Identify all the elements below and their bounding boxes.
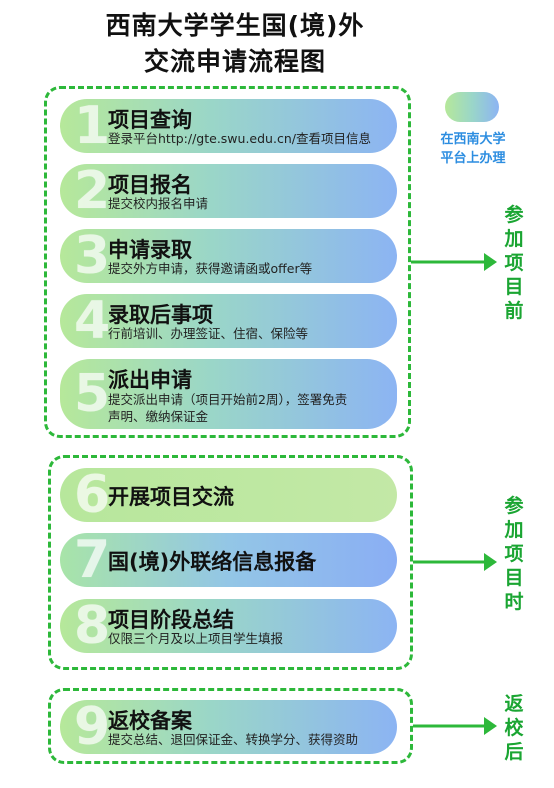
- legend-text-line2: 平台上办理: [440, 151, 506, 166]
- step-1: 1 项目查询 登录平台http://gte.swu.edu.cn/查看项目信息: [60, 99, 397, 153]
- phase-char: 项: [504, 543, 524, 565]
- group-before-project: [44, 86, 411, 438]
- step-1-number: 1: [74, 96, 111, 156]
- step-6: 6 开展项目交流: [60, 468, 397, 522]
- arrow-before-project: [411, 253, 497, 271]
- phase-char: 后: [504, 741, 524, 763]
- step-9-number: 9: [74, 697, 111, 757]
- step-4-title: 录取后事项: [108, 303, 213, 327]
- step-7: 7 国(境)外联络信息报备: [60, 533, 397, 587]
- step-8-title: 项目阶段总结: [108, 608, 234, 632]
- step-3-number: 3: [74, 226, 111, 286]
- diagram-title-line1: 西南大学学生国(境)外: [105, 11, 365, 40]
- step-9-title: 返校备案: [108, 709, 192, 733]
- step-5-title: 派出申请: [108, 368, 192, 392]
- phase-char: 参: [504, 204, 524, 226]
- step-8-number: 8: [74, 596, 111, 656]
- step-3-title: 申请录取: [108, 238, 192, 262]
- step-6-title: 开展项目交流: [108, 485, 234, 509]
- step-1-desc: 登录平台http://gte.swu.edu.cn/查看项目信息: [108, 131, 371, 146]
- step-3-desc: 提交外方申请，获得邀请函或offer等: [108, 261, 313, 276]
- step-8: 8 项目阶段总结 仅限三个月及以上项目学生填报: [60, 599, 397, 653]
- step-2-desc: 提交校内报名申请: [108, 196, 209, 211]
- step-2-number: 2: [74, 161, 111, 221]
- step-4-desc: 行前培训、办理签证、住宿、保险等: [108, 326, 309, 341]
- legend-swatch: [445, 92, 499, 122]
- step-7-title: 国(境)外联络信息报备: [108, 550, 317, 574]
- step-6-number: 6: [74, 465, 111, 525]
- step-8-desc: 仅限三个月及以上项目学生填报: [108, 631, 284, 646]
- phase-char: 目: [504, 276, 524, 298]
- step-5-number: 5: [74, 364, 111, 424]
- step-5-desc-line2: 声明、缴纳保证金: [108, 409, 209, 424]
- phase-char: 校: [504, 717, 524, 739]
- phase-label-after-return: 返 校 后: [500, 692, 528, 764]
- phase-char: 目: [504, 567, 524, 589]
- step-1-title: 项目查询: [108, 108, 192, 132]
- step-2: 2 项目报名 提交校内报名申请: [60, 164, 397, 218]
- arrow-after-return: [413, 717, 497, 735]
- phase-char: 参: [504, 495, 524, 517]
- step-9-desc: 提交总结、退回保证金、转换学分、获得资助: [108, 732, 359, 747]
- step-5-desc-line1: 提交派出申请（项目开始前2周），签署免责: [108, 392, 348, 407]
- step-5: 5 派出申请 提交派出申请（项目开始前2周），签署免责 声明、缴纳保证金: [60, 359, 397, 429]
- step-4: 4 录取后事项 行前培训、办理签证、住宿、保险等: [60, 294, 397, 348]
- phase-label-during-project: 参 加 项 目 时: [500, 494, 528, 614]
- phase-char: 前: [504, 300, 524, 322]
- step-9: 9 返校备案 提交总结、退回保证金、转换学分、获得资助: [60, 700, 397, 754]
- group-after-return: [48, 688, 413, 764]
- phase-char: 加: [504, 228, 524, 250]
- group-during-project: [48, 455, 413, 670]
- arrow-during-project: [413, 553, 497, 571]
- step-2-title: 项目报名: [108, 173, 192, 197]
- step-4-number: 4: [74, 291, 111, 351]
- phase-label-before-project: 参 加 项 目 前: [500, 203, 528, 323]
- phase-char: 时: [504, 591, 524, 613]
- phase-char: 加: [504, 519, 524, 541]
- step-7-number: 7: [74, 530, 111, 590]
- phase-char: 返: [504, 693, 524, 715]
- diagram-title-line2: 交流申请流程图: [143, 47, 326, 76]
- phase-char: 项: [504, 252, 524, 274]
- step-3: 3 申请录取 提交外方申请，获得邀请函或offer等: [60, 229, 397, 283]
- legend-text-line1: 在西南大学: [440, 132, 506, 147]
